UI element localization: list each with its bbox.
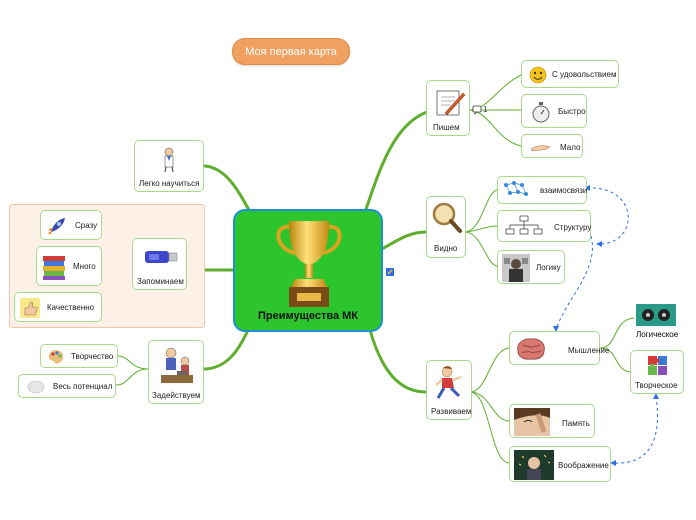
node-creative-label: Творческое xyxy=(635,381,678,390)
node-fast-label: Быстро xyxy=(558,107,586,116)
node-write[interactable]: Пишем xyxy=(426,80,470,136)
paint-palette-icon xyxy=(48,350,64,364)
org-chart-icon xyxy=(505,215,543,235)
map-title[interactable]: Моя первая карта xyxy=(232,38,350,65)
node-with-pleasure[interactable]: С удовольствием xyxy=(521,60,619,88)
heads-gears-icon xyxy=(636,304,676,326)
node-logic[interactable]: Логику xyxy=(497,250,565,284)
teacher-icon xyxy=(164,147,174,173)
node-quality-label: Качественно xyxy=(47,303,95,312)
central-title: Преимущества МК xyxy=(257,310,359,322)
node-quality[interactable]: Качественно xyxy=(14,292,102,322)
node-thinking[interactable]: Мышление xyxy=(509,331,609,365)
relation-link-1 xyxy=(586,187,629,245)
puzzle-icon xyxy=(648,356,667,375)
node-write-label: Пишем xyxy=(433,123,460,132)
brain-icon xyxy=(517,338,545,360)
branch-see xyxy=(378,230,428,252)
node-develop[interactable]: Развиваем xyxy=(426,360,472,420)
node-little[interactable]: Мало xyxy=(521,134,583,158)
node-engage-label: Задействуем xyxy=(152,391,201,400)
node-memory-label: Память xyxy=(562,419,590,428)
node-relations-label: взаимосвязи xyxy=(540,186,588,195)
node-engage[interactable]: Задействуем xyxy=(148,340,204,404)
central-topic[interactable]: Преимущества МК xyxy=(233,209,383,332)
node-relations[interactable]: взаимосвязи xyxy=(497,176,587,204)
node-full-potential[interactable]: Весь потенциал xyxy=(18,374,116,398)
node-develop-label: Развиваем xyxy=(431,407,472,416)
node-creativity[interactable]: Творчество xyxy=(40,344,118,368)
trophy-icon xyxy=(276,221,342,307)
node-much[interactable]: Много xyxy=(36,246,102,286)
node-at-once[interactable]: Сразу xyxy=(40,210,102,240)
node-imagination[interactable]: Воображение xyxy=(509,446,611,482)
branch-easy xyxy=(203,164,252,214)
node-logical[interactable]: Логическое xyxy=(630,304,684,340)
relation-link-3 xyxy=(612,395,658,464)
node-thinking-label: Мышление xyxy=(568,346,610,355)
branch-develop xyxy=(368,328,428,394)
node-with-pleasure-label: С удовольствием xyxy=(552,70,617,79)
dreamer-icon xyxy=(514,450,554,480)
node-creativity-label: Творчество xyxy=(71,352,114,361)
thinker-icon xyxy=(502,254,530,282)
comment-count: 1 xyxy=(483,105,488,114)
node-structure[interactable]: Структуру xyxy=(497,210,591,242)
node-easy-label: Легко научиться xyxy=(139,179,200,188)
node-easy-to-learn[interactable]: Легко научиться xyxy=(134,140,204,192)
smiley-icon xyxy=(529,66,547,84)
note-icon xyxy=(386,268,394,276)
branch-write xyxy=(363,110,429,214)
books-icon xyxy=(43,256,65,280)
node-visible-label: Видно xyxy=(434,244,458,253)
node-fast[interactable]: Быстро xyxy=(521,94,587,128)
magnifier-icon xyxy=(432,202,462,233)
stopwatch-icon xyxy=(532,102,550,123)
node-logical-label: Логическое xyxy=(636,330,679,339)
node-visible[interactable]: Видно xyxy=(426,196,466,258)
face-memory-icon xyxy=(514,408,550,436)
node-structure-label: Структуру xyxy=(554,223,592,232)
comment-icon xyxy=(472,105,482,115)
relation-link-2 xyxy=(555,235,593,331)
node-memorize[interactable]: Запоминаем xyxy=(132,238,187,290)
notepad-pen-icon xyxy=(436,90,465,116)
node-creative[interactable]: Творческое xyxy=(630,350,684,394)
usb-drive-icon xyxy=(145,251,178,263)
network-icon xyxy=(504,181,528,196)
node-memory[interactable]: Память xyxy=(509,404,595,438)
pinch-hand-icon xyxy=(530,145,551,152)
node-much-label: Много xyxy=(73,262,96,271)
node-imagination-label: Воображение xyxy=(558,461,609,470)
running-kid-icon xyxy=(435,366,462,399)
node-memorize-label: Запоминаем xyxy=(137,277,184,286)
rocket-icon xyxy=(48,218,65,235)
thumbs-up-icon xyxy=(20,298,40,318)
brain-outline-icon xyxy=(27,380,45,394)
node-full-potential-label: Весь потенциал xyxy=(53,382,113,391)
people-working-icon xyxy=(161,347,193,383)
node-at-once-label: Сразу xyxy=(75,221,98,230)
branch-engage xyxy=(203,328,250,371)
node-logic-label: Логику xyxy=(536,263,561,272)
node-little-label: Мало xyxy=(560,143,581,152)
